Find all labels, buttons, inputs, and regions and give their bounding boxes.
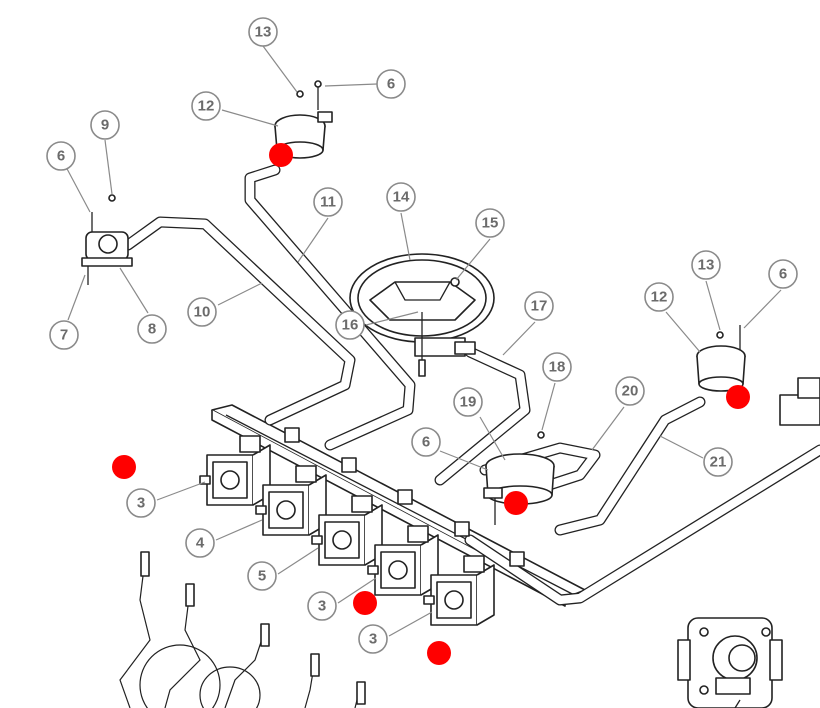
svg-text:7: 7 bbox=[60, 327, 68, 344]
callout-6-mid: 6 bbox=[411, 427, 441, 457]
svg-text:15: 15 bbox=[482, 215, 499, 232]
red-marker bbox=[504, 491, 528, 515]
callout-17: 17 bbox=[524, 291, 554, 321]
svg-text:17: 17 bbox=[531, 298, 548, 315]
callout-3-c: 3 bbox=[358, 624, 388, 654]
svg-text:12: 12 bbox=[198, 98, 215, 115]
svg-text:6: 6 bbox=[57, 148, 65, 165]
callout-6-right: 6 bbox=[768, 259, 798, 289]
callout-4: 4 bbox=[185, 528, 215, 558]
svg-text:3: 3 bbox=[369, 631, 377, 648]
svg-text:3: 3 bbox=[318, 598, 326, 615]
callout-7: 7 bbox=[49, 320, 79, 350]
svg-text:4: 4 bbox=[196, 535, 205, 552]
callout-8: 8 bbox=[137, 314, 167, 344]
control-knob-unit bbox=[677, 617, 783, 708]
gas-tubes bbox=[122, 164, 820, 606]
svg-text:6: 6 bbox=[387, 76, 395, 93]
holder-top-12 bbox=[274, 80, 333, 159]
callout-9: 9 bbox=[90, 110, 120, 140]
leader-lines bbox=[64, 45, 782, 637]
svg-text:9: 9 bbox=[101, 117, 109, 134]
holder-right-12 bbox=[696, 325, 746, 392]
callout-11: 11 bbox=[313, 187, 343, 217]
callout-21: 21 bbox=[703, 447, 733, 477]
callout-13-top: 13 bbox=[248, 17, 278, 47]
red-markers bbox=[112, 143, 750, 665]
valve-1 bbox=[199, 435, 271, 506]
callout-5: 5 bbox=[247, 561, 277, 591]
holder-left-8 bbox=[81, 194, 133, 285]
red-marker bbox=[112, 455, 136, 479]
svg-text:14: 14 bbox=[393, 189, 410, 206]
svg-text:20: 20 bbox=[622, 383, 639, 400]
red-marker bbox=[427, 641, 451, 665]
valve-5 bbox=[423, 555, 495, 626]
svg-text:6: 6 bbox=[422, 434, 430, 451]
svg-text:5: 5 bbox=[258, 568, 266, 585]
callout-18: 18 bbox=[542, 352, 572, 382]
svg-text:10: 10 bbox=[194, 304, 211, 321]
svg-text:6: 6 bbox=[779, 266, 787, 283]
callout-14: 14 bbox=[386, 182, 416, 212]
right-bracket bbox=[779, 377, 820, 426]
svg-text:19: 19 bbox=[460, 394, 477, 411]
thermocouple-wires bbox=[119, 551, 366, 708]
valve-2 bbox=[255, 465, 327, 536]
tube-fittings bbox=[284, 427, 525, 567]
svg-text:12: 12 bbox=[651, 289, 668, 306]
svg-text:8: 8 bbox=[148, 321, 156, 338]
svg-text:3: 3 bbox=[137, 495, 145, 512]
callout-12-right: 12 bbox=[644, 282, 674, 312]
callout-6-top: 6 bbox=[376, 69, 406, 99]
callout-6-left: 6 bbox=[46, 141, 76, 171]
callout-20: 20 bbox=[615, 376, 645, 406]
svg-text:13: 13 bbox=[698, 257, 715, 274]
red-marker bbox=[269, 143, 293, 167]
callout-3-a: 3 bbox=[126, 488, 156, 518]
svg-text:16: 16 bbox=[342, 317, 359, 334]
callout-19: 19 bbox=[453, 387, 483, 417]
callout-12-top: 12 bbox=[191, 91, 221, 121]
svg-text:11: 11 bbox=[320, 194, 336, 211]
callout-3-b: 3 bbox=[307, 591, 337, 621]
callout-16: 16 bbox=[335, 310, 365, 340]
red-marker bbox=[726, 385, 750, 409]
callout-13-right: 13 bbox=[691, 250, 721, 280]
callout-10: 10 bbox=[187, 297, 217, 327]
valve-4 bbox=[367, 525, 439, 596]
callout-15: 15 bbox=[475, 208, 505, 238]
svg-text:13: 13 bbox=[255, 24, 272, 41]
svg-text:21: 21 bbox=[710, 454, 727, 471]
svg-text:18: 18 bbox=[549, 359, 566, 376]
red-marker bbox=[353, 591, 377, 615]
